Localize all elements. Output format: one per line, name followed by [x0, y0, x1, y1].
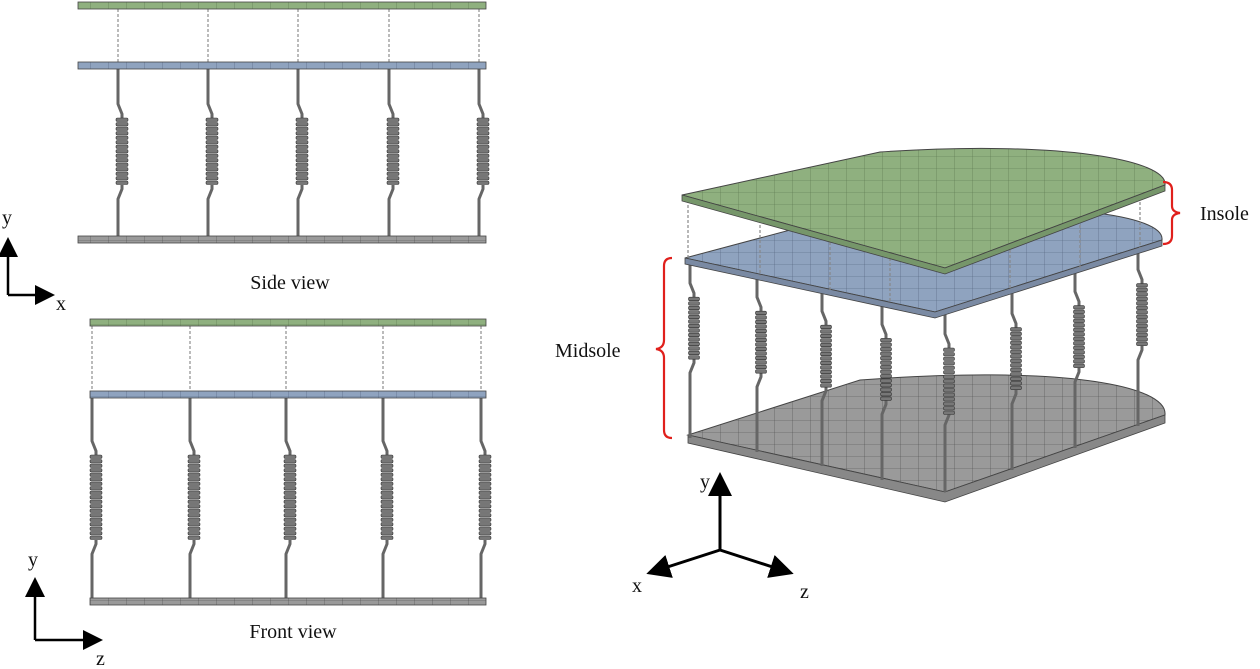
spring-damper [295, 9, 309, 236]
side-view-axes: y x [0, 207, 66, 315]
iso-axis-z-label: z [800, 581, 809, 603]
front-view-axes: y z [25, 549, 105, 669]
midsole-label: Midsole [555, 340, 621, 362]
side-midsole-plate [77, 61, 487, 70]
front-insole-plate [89, 318, 487, 327]
side-view-title: Side view [250, 272, 330, 294]
spring-damper [1073, 270, 1085, 448]
iso-axis-x-label: x [632, 575, 642, 597]
isometric-view: Insole Midsole y x z [555, 147, 1249, 603]
spring-damper [943, 312, 955, 492]
insole-label: Insole [1200, 203, 1249, 225]
spring-damper [880, 303, 892, 480]
spring-damper [755, 276, 767, 452]
side-view-springs [115, 9, 490, 236]
side-axis-y-label: y [2, 207, 12, 229]
front-midsole-plate [89, 390, 487, 399]
iso-dampers [687, 192, 1141, 303]
front-base-plate [89, 597, 487, 606]
front-axis-z-label: z [96, 648, 105, 669]
iso-axes: y x z [632, 471, 809, 603]
insole-bracket [1162, 180, 1181, 246]
iso-springs [688, 248, 1148, 492]
spring-damper [1136, 248, 1148, 426]
side-base-plate [77, 235, 487, 244]
spring-damper [478, 326, 492, 598]
spring-damper [820, 290, 832, 466]
front-view-title: Front view [249, 621, 337, 643]
spring-damper [205, 9, 219, 236]
side-insole-plate [77, 1, 487, 10]
spring-damper [1010, 292, 1022, 470]
iso-base-plate [686, 374, 1166, 493]
side-axis-x-label: x [56, 293, 66, 315]
iso-axis-y-label: y [700, 471, 710, 493]
spring-damper [89, 326, 103, 598]
front-view: Front view y z [25, 318, 492, 669]
spring-damper [476, 9, 490, 236]
spring-damper [688, 262, 700, 438]
front-axis-y-label: y [28, 549, 38, 571]
spring-damper [283, 326, 297, 598]
spring-damper [380, 326, 394, 598]
spring-damper [386, 9, 400, 236]
spring-damper [115, 9, 129, 236]
side-view: Side view y x [0, 1, 490, 315]
spring-damper [187, 326, 201, 598]
front-view-springs [89, 326, 492, 598]
midsole-bracket [655, 256, 673, 440]
